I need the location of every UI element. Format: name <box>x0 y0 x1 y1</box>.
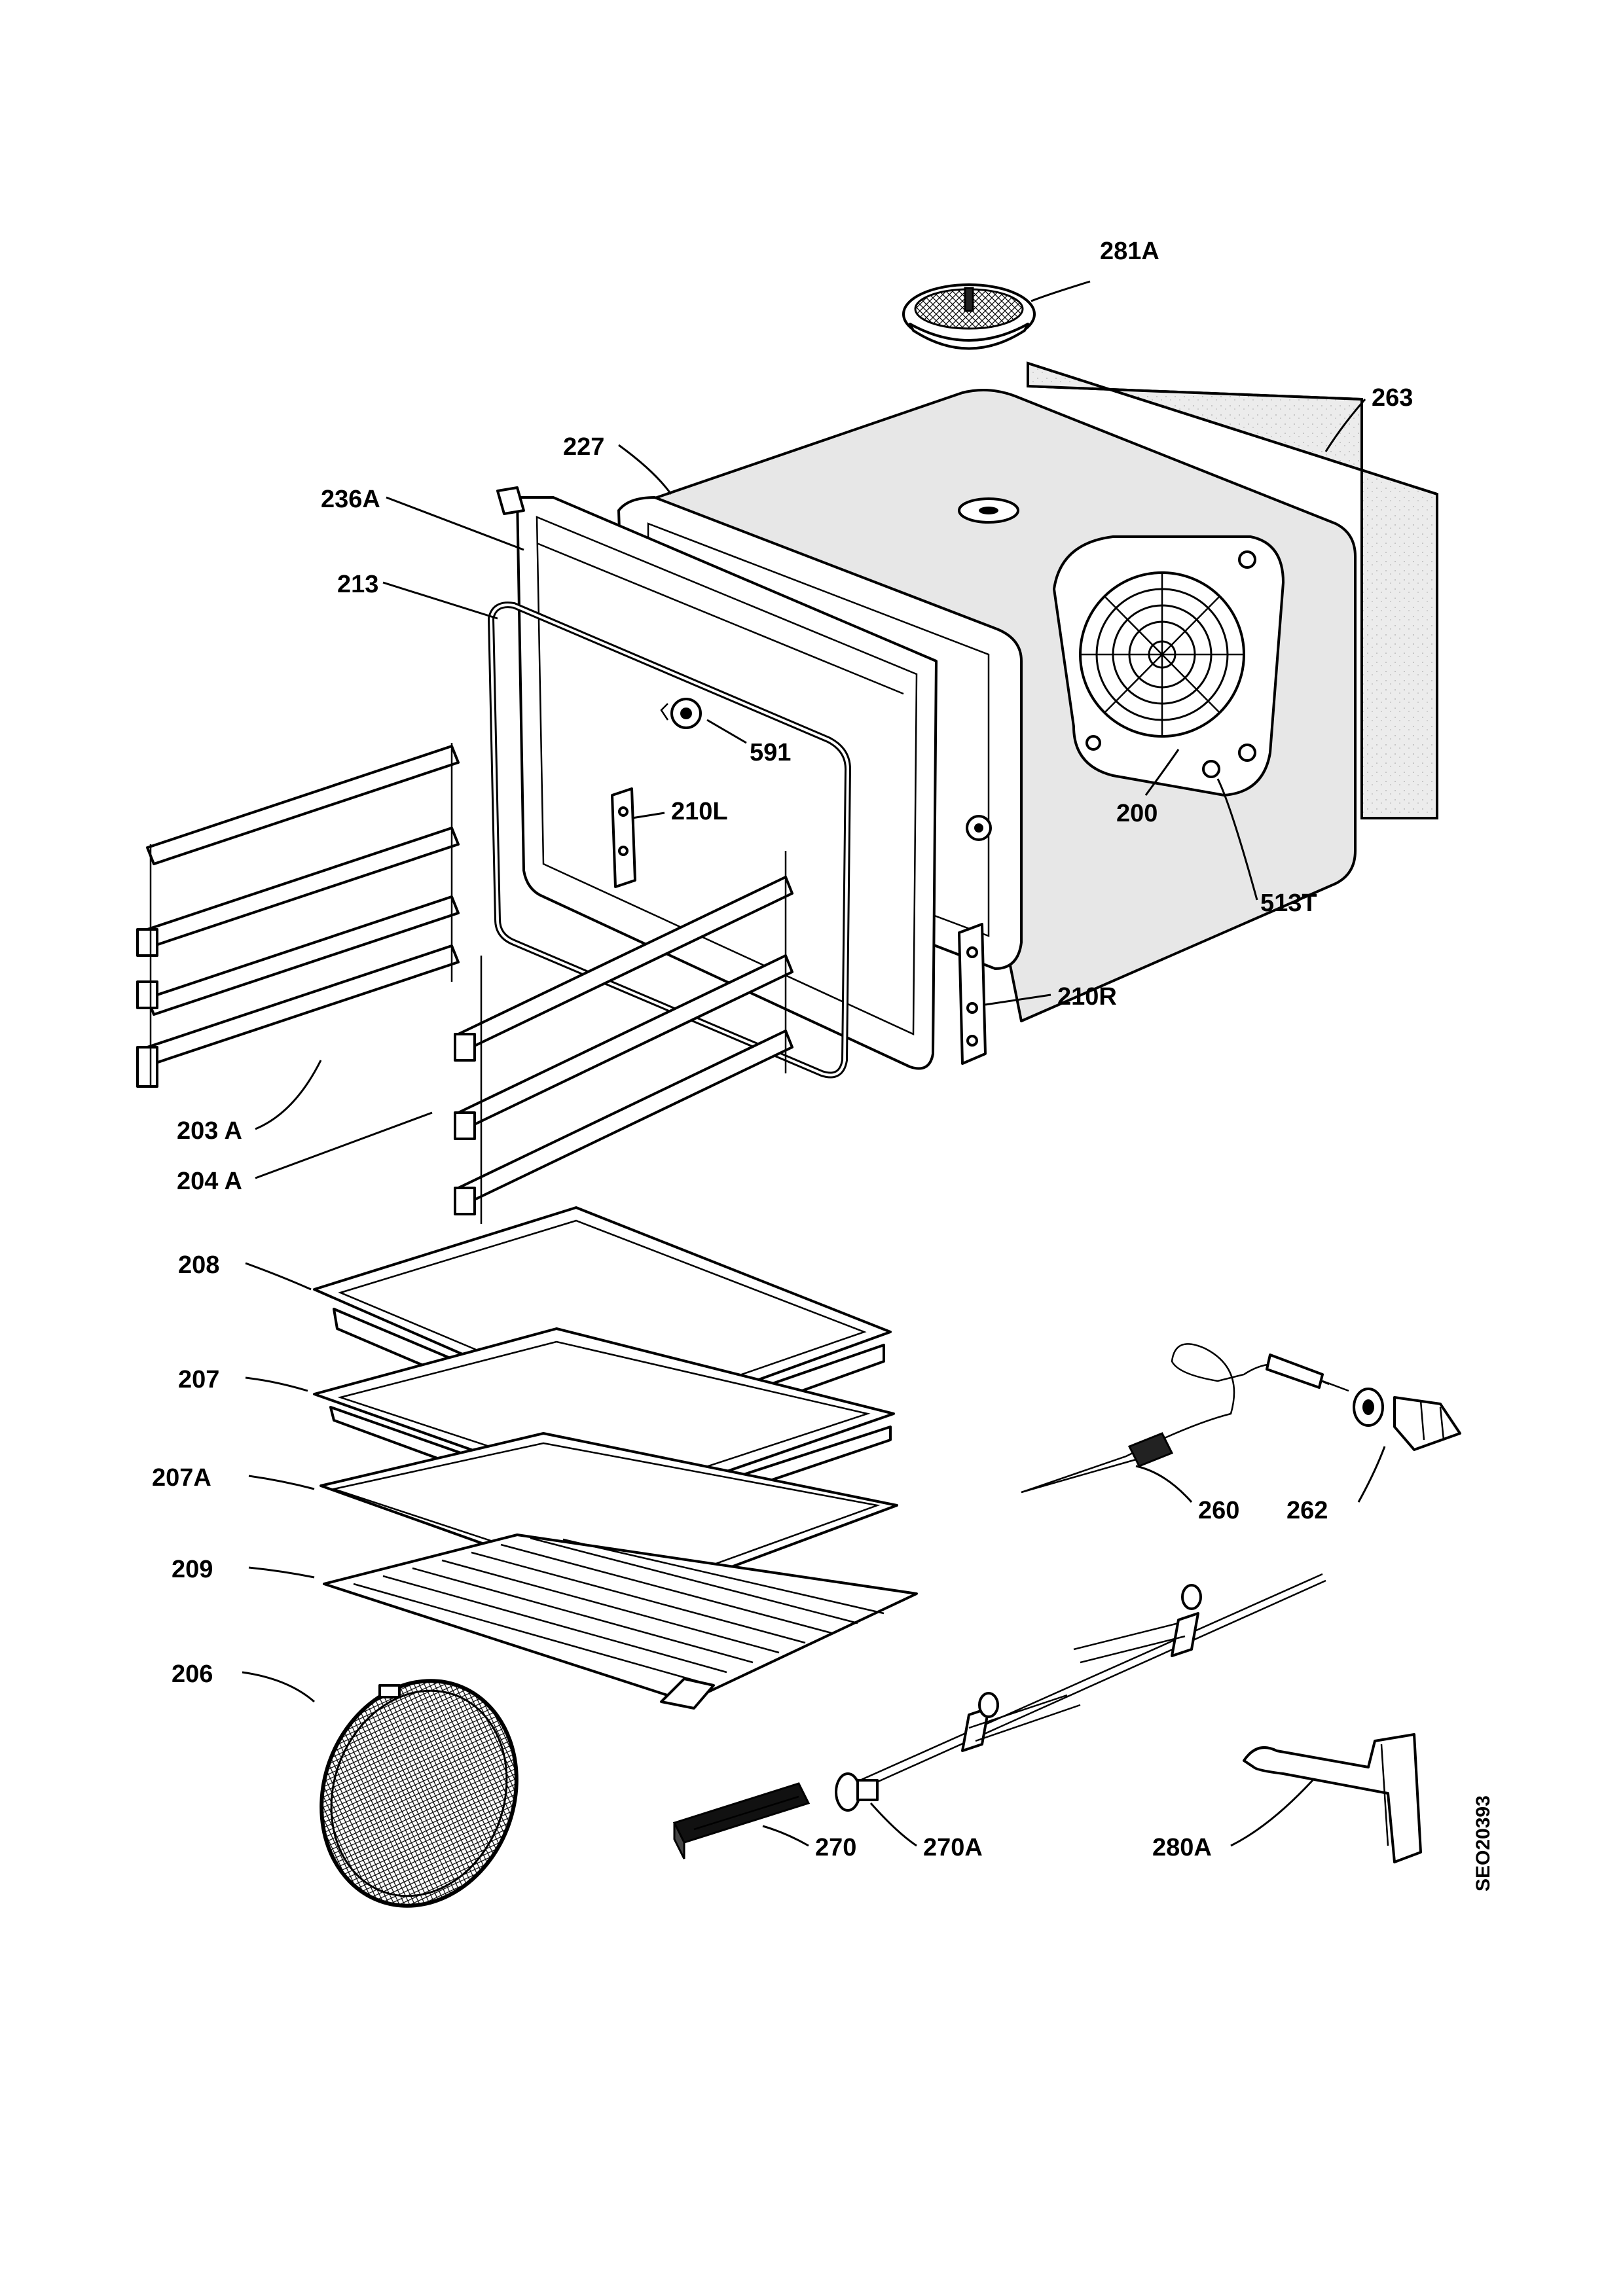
label-213: 213 <box>337 571 378 598</box>
label-207a: 207A <box>152 1464 211 1492</box>
label-210l: 210L <box>671 798 728 825</box>
right-shelf-runner-part <box>454 851 793 1224</box>
label-270a: 270A <box>923 1834 983 1861</box>
label-270: 270 <box>815 1834 856 1861</box>
label-209: 209 <box>172 1556 213 1583</box>
label-236a: 236A <box>321 486 380 513</box>
grease-filter-part <box>319 1679 519 1908</box>
lamp-part <box>660 698 702 729</box>
callout-labels: 281A 263 227 236A 213 591 210L 200 513T … <box>152 238 1494 1892</box>
rotisserie-spit-part <box>835 1573 1326 1812</box>
probe-socket-part <box>1353 1388 1461 1451</box>
leader-lines <box>242 280 1386 1847</box>
label-208: 208 <box>178 1251 219 1279</box>
label-591: 591 <box>750 739 791 766</box>
label-206: 206 <box>172 1660 213 1688</box>
right-rail-bracket-part <box>958 923 987 1065</box>
label-210r: 210R <box>1057 983 1117 1011</box>
door-seal-part <box>487 601 852 1079</box>
label-263: 263 <box>1372 384 1413 412</box>
label-204a: 204 A <box>177 1168 242 1195</box>
label-203a: 203 A <box>177 1117 242 1145</box>
spit-handle-part <box>672 1782 811 1859</box>
spit-support-part <box>1243 1733 1422 1863</box>
label-227: 227 <box>563 433 604 461</box>
lamp-cover-part <box>902 283 1036 350</box>
label-280a: 280A <box>1152 1834 1212 1861</box>
wire-rack-part <box>323 1534 918 1710</box>
label-262: 262 <box>1286 1497 1328 1524</box>
left-rail-bracket-part <box>611 787 636 888</box>
label-513t: 513T <box>1260 889 1317 917</box>
label-200: 200 <box>1116 800 1158 827</box>
label-207: 207 <box>178 1366 219 1393</box>
front-frame-part <box>496 486 938 1070</box>
label-260: 260 <box>1198 1497 1239 1524</box>
left-shelf-runner-part <box>136 743 460 1088</box>
label-281a: 281A <box>1100 238 1159 265</box>
fan-housing-part <box>1053 535 1285 797</box>
insulation-block-part <box>1027 361 1438 819</box>
drawing-code: SEO20393 <box>1472 1795 1494 1892</box>
meat-probe-part <box>1021 1343 1349 1494</box>
